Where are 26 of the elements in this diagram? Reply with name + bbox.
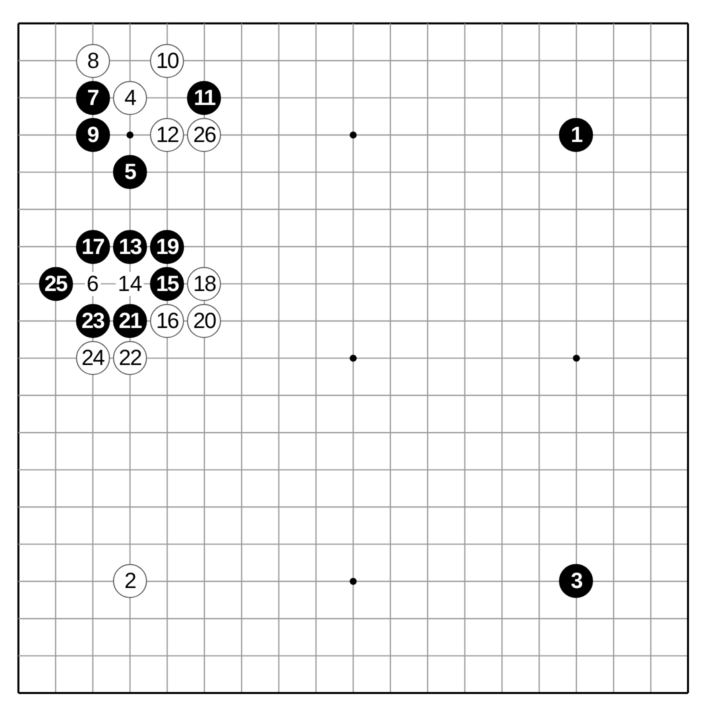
go-stone: 2 [113, 564, 147, 598]
go-stone: 3 [559, 564, 594, 598]
go-stone: 16 [150, 304, 184, 338]
go-stone: 24 [76, 341, 110, 376]
go-stone: 1 [559, 118, 594, 152]
go-stone: 23 [76, 304, 110, 338]
go-stone: 26 [187, 118, 222, 152]
go-stone: 12 [150, 118, 184, 152]
go-stone: 5 [113, 155, 147, 190]
go-stone: 8 [76, 44, 110, 78]
go-stone: 15 [150, 266, 184, 301]
go-stone: 4 [113, 80, 147, 115]
go-stone: 19 [150, 230, 184, 264]
go-stone: 17 [76, 230, 110, 264]
go-stone: 11 [187, 80, 222, 115]
go-stone: 18 [187, 266, 222, 301]
go-stone: 9 [76, 118, 110, 152]
go-stone: 10 [150, 44, 184, 78]
go-stone: 7 [76, 80, 110, 115]
go-stone: 25 [38, 266, 73, 301]
go-stone: 22 [113, 341, 147, 376]
go-stone: 20 [187, 304, 222, 338]
go-stone: 13 [113, 230, 147, 264]
move-number: 6 [84, 272, 101, 296]
move-number: 14 [116, 272, 144, 296]
go-stone: 21 [113, 304, 147, 338]
